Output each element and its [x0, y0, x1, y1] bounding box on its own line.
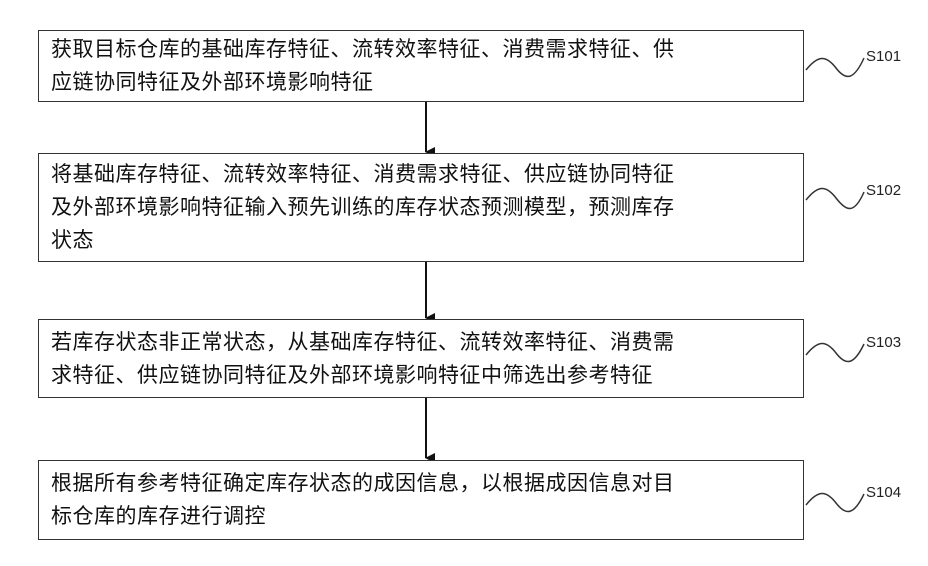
step-text-s102: 将基础库存特征、流转效率特征、消费需求特征、供应链协同特征 及外部环境影响特征输…: [39, 158, 685, 257]
step-label-s102: S102: [866, 182, 901, 199]
step-box-s104: 根据所有参考特征确定库存状态的成因信息，以根据成因信息对目 标仓库的库存进行调控: [38, 460, 804, 540]
step-label-s101: S101: [866, 48, 901, 65]
step-label-s104: S104: [866, 484, 901, 501]
leader-line-s104: [806, 493, 864, 511]
step-text-s104: 根据所有参考特征确定库存状态的成因信息，以根据成因信息对目 标仓库的库存进行调控: [39, 467, 685, 533]
leader-line-s102: [806, 188, 864, 208]
step-box-s101: 获取目标仓库的基础库存特征、流转效率特征、消费需求特征、供 应链协同特征及外部环…: [38, 30, 804, 102]
step-box-s103: 若库存状态非正常状态，从基础库存特征、流转效率特征、消费需 求特征、供应链协同特…: [38, 319, 804, 398]
leader-line-s103: [806, 343, 864, 361]
step-text-s103: 若库存状态非正常状态，从基础库存特征、流转效率特征、消费需 求特征、供应链协同特…: [39, 326, 685, 392]
step-label-s103: S103: [866, 334, 901, 351]
step-text-s101: 获取目标仓库的基础库存特征、流转效率特征、消费需求特征、供 应链协同特征及外部环…: [39, 33, 685, 99]
step-box-s102: 将基础库存特征、流转效率特征、消费需求特征、供应链协同特征 及外部环境影响特征输…: [38, 153, 804, 262]
leader-line-s101: [806, 58, 864, 76]
